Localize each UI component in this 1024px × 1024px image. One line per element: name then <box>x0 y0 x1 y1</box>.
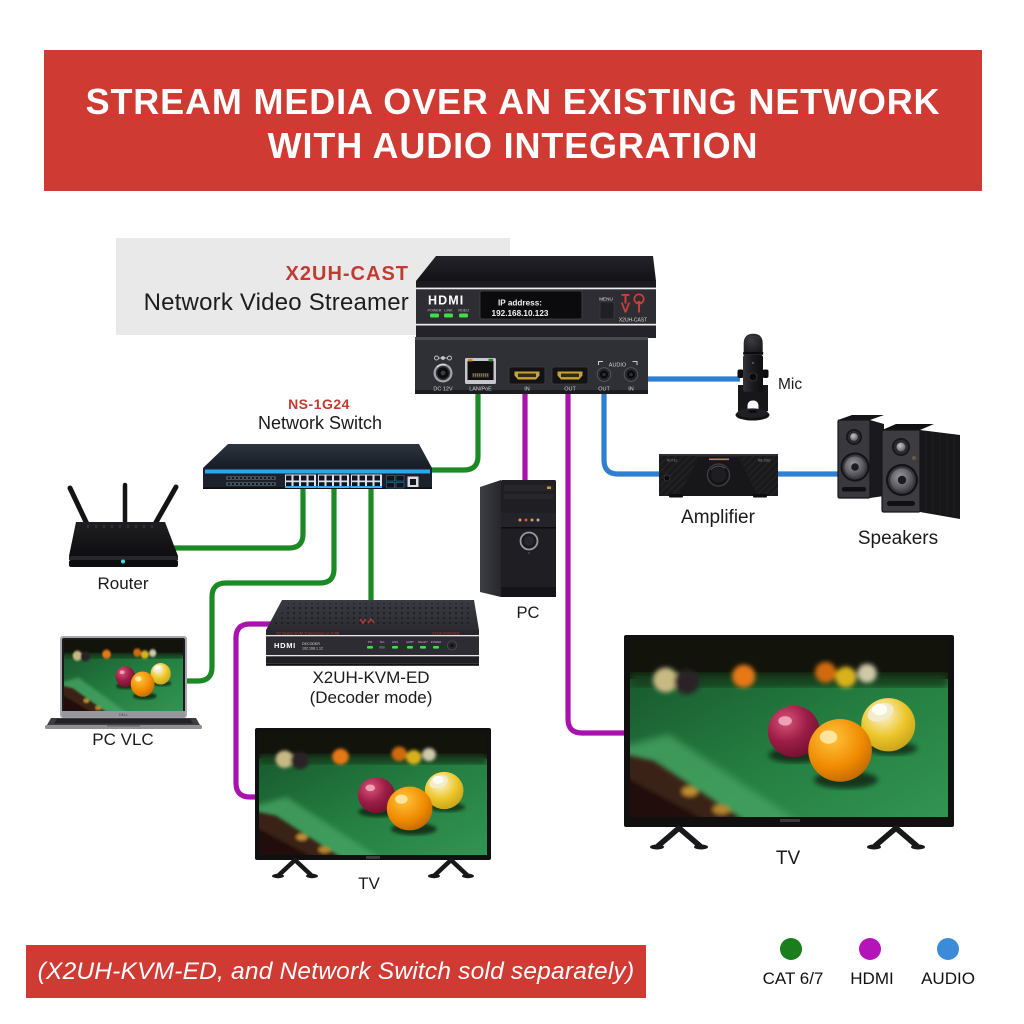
svg-text:X2UH-CAST: X2UH-CAST <box>619 318 647 324</box>
svg-text:VIDEO: VIDEO <box>458 309 470 313</box>
svg-text:DELL: DELL <box>119 713 128 717</box>
svg-text:DECODER: DECODER <box>302 642 320 646</box>
svg-text:ROTEL: ROTEL <box>667 459 678 463</box>
svg-text:POWER: POWER <box>431 640 442 644</box>
svg-text:X2 Series KVM Transceiver or K: X2 Series KVM Transceiver or KVM <box>276 631 339 636</box>
svg-text:X2UH-KVM-ED: X2UH-KVM-ED <box>432 631 460 636</box>
svg-text:POWER: POWER <box>428 309 442 313</box>
svg-text:HDBT: HDBT <box>406 640 414 644</box>
svg-text:HDMI: HDMI <box>428 294 464 308</box>
svg-text:RB-1582: RB-1582 <box>758 459 771 463</box>
svg-text:DC 12V: DC 12V <box>433 387 453 393</box>
svg-text:HDMI: HDMI <box>274 641 296 650</box>
svg-text:192.168.1.12: 192.168.1.12 <box>302 647 323 651</box>
svg-text:192.168.10.123: 192.168.10.123 <box>492 309 549 318</box>
svg-text:PW: PW <box>368 640 373 644</box>
svg-text:IN: IN <box>524 387 530 393</box>
svg-text:READY: READY <box>418 640 428 644</box>
svg-text:LINK: LINK <box>444 309 453 313</box>
svg-text:SIG: SIG <box>380 640 385 644</box>
svg-text:IN: IN <box>628 387 634 393</box>
svg-text:IP address:: IP address: <box>498 299 542 308</box>
svg-text:OUT: OUT <box>598 387 610 393</box>
svg-text:OUT: OUT <box>564 387 576 393</box>
svg-text:AUDIO: AUDIO <box>609 363 627 369</box>
svg-text:MENU: MENU <box>599 297 613 302</box>
svg-text:LINK: LINK <box>392 640 398 644</box>
svg-text:LAN/PoE: LAN/PoE <box>469 387 492 393</box>
